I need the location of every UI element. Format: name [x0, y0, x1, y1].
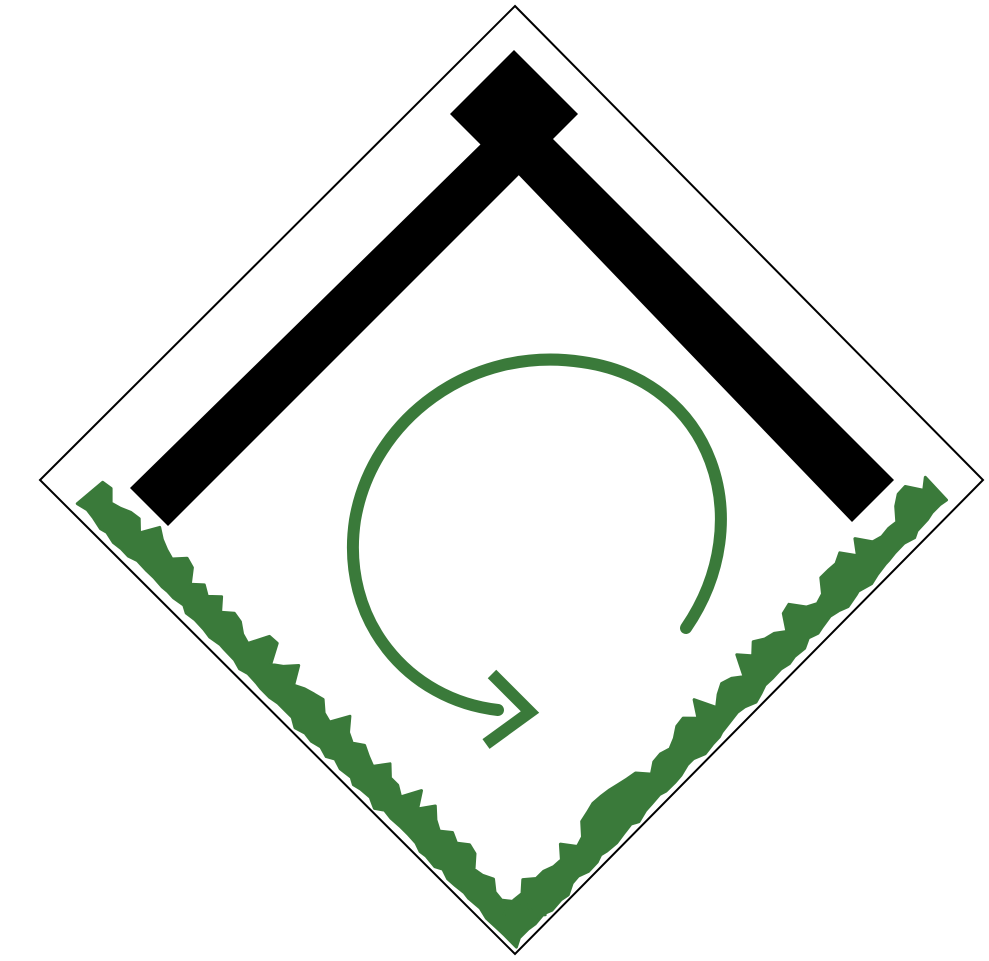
- arrow-arc: [353, 360, 721, 710]
- clockwise-arrow-icon: [353, 360, 721, 744]
- roof-icon: [130, 50, 894, 526]
- grass-ground: [77, 477, 946, 947]
- roof-right-beam: [507, 128, 894, 522]
- grass-strip: [77, 477, 946, 947]
